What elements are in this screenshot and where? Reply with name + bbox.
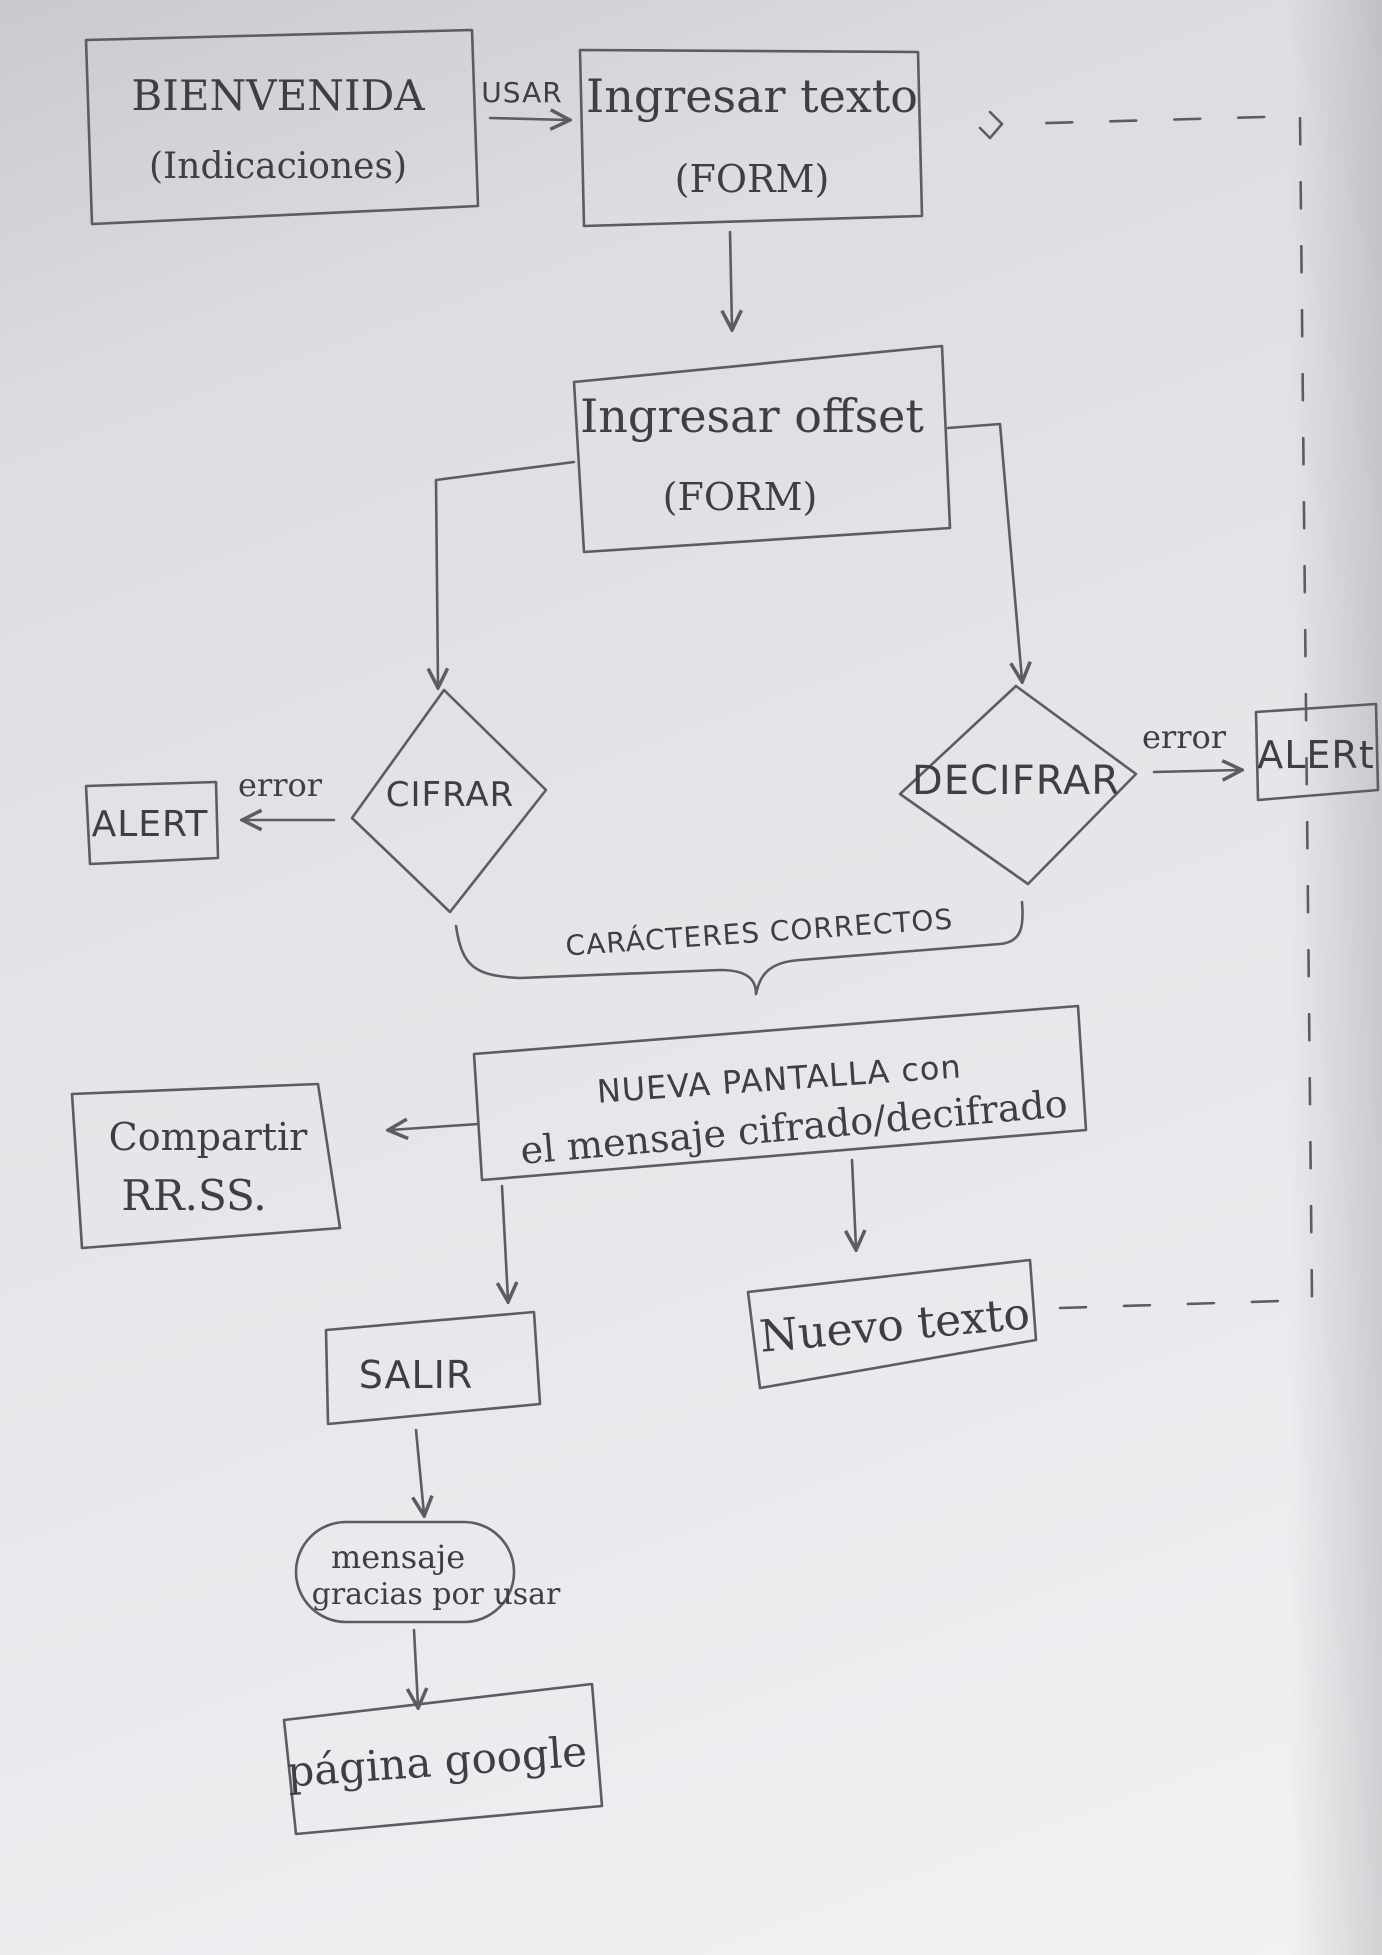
input-offset-box: Ingresar offset (FORM)	[572, 344, 952, 554]
share-box: Compartir RR.SS.	[70, 1082, 342, 1250]
exit-label: SALIR	[359, 1353, 474, 1397]
error-right-label: error	[1142, 718, 1227, 756]
edge-result-to-new-text	[852, 1158, 856, 1248]
new-text-box: Nuevo texto	[746, 1258, 1038, 1390]
share-line2: RR.SS.	[121, 1171, 266, 1220]
exit-box: SALIR	[324, 1310, 542, 1426]
input-text-subtitle: (FORM)	[675, 157, 830, 201]
new-text-label: Nuevo texto	[758, 1288, 1032, 1362]
welcome-title: BIENVENIDA	[131, 71, 425, 120]
edge-decipher-to-alert: error	[1142, 718, 1240, 772]
edge-welcome-to-input: USAR	[481, 76, 568, 120]
paper-shadow	[1290, 0, 1382, 1955]
use-edge-label: USAR	[481, 76, 562, 109]
decipher-label: DECIFRAR	[912, 758, 1120, 804]
edge-exit-to-thanks	[416, 1428, 424, 1514]
edge-input-to-offset	[730, 230, 732, 328]
input-offset-title: Ingresar offset	[580, 389, 924, 443]
edge-thanks-to-google	[414, 1628, 418, 1706]
thanks-line1: mensaje	[331, 1538, 465, 1576]
cipher-label: CIFRAR	[386, 775, 514, 815]
welcome-box: BIENVENIDA (Indicaciones)	[84, 28, 480, 226]
share-line1: Compartir	[109, 1115, 309, 1159]
cipher-diamond: CIFRAR	[350, 688, 548, 914]
result-screen-box: NUEVA PANTALLA con el mensaje cifrado/de…	[472, 1004, 1088, 1182]
google-label: página google	[285, 1727, 588, 1797]
edge-new-text-loop	[1010, 114, 1314, 1310]
input-text-box: Ingresar texto (FORM)	[578, 48, 924, 228]
decipher-diamond: DECIFRAR	[898, 684, 1138, 886]
alert-left-box: ALERT	[84, 780, 220, 866]
valid-chars-brace: CARÁCTERES CORRECTOS	[454, 900, 1024, 996]
loop-arrowhead	[978, 110, 1004, 140]
edge-result-to-share	[390, 1124, 480, 1130]
alert-right-box: ALERt	[1254, 702, 1380, 802]
google-box: página google	[282, 1682, 604, 1836]
edge-cipher-to-alert: error	[238, 766, 336, 820]
alert-left-label: ALERT	[92, 804, 209, 845]
input-offset-subtitle: (FORM)	[663, 475, 818, 519]
input-text-title: Ingresar texto	[586, 69, 918, 123]
error-left-label: error	[238, 766, 323, 804]
welcome-subtitle: (Indicaciones)	[149, 146, 407, 187]
edge-result-to-exit	[502, 1184, 508, 1300]
edge-offset-to-decipher	[946, 422, 1022, 680]
thanks-line2: gracias por usar	[312, 1577, 561, 1612]
alert-right-label: ALERt	[1257, 733, 1374, 777]
thanks-bubble: mensaje gracias por usar	[294, 1520, 561, 1624]
edge-offset-to-cipher	[436, 460, 576, 686]
